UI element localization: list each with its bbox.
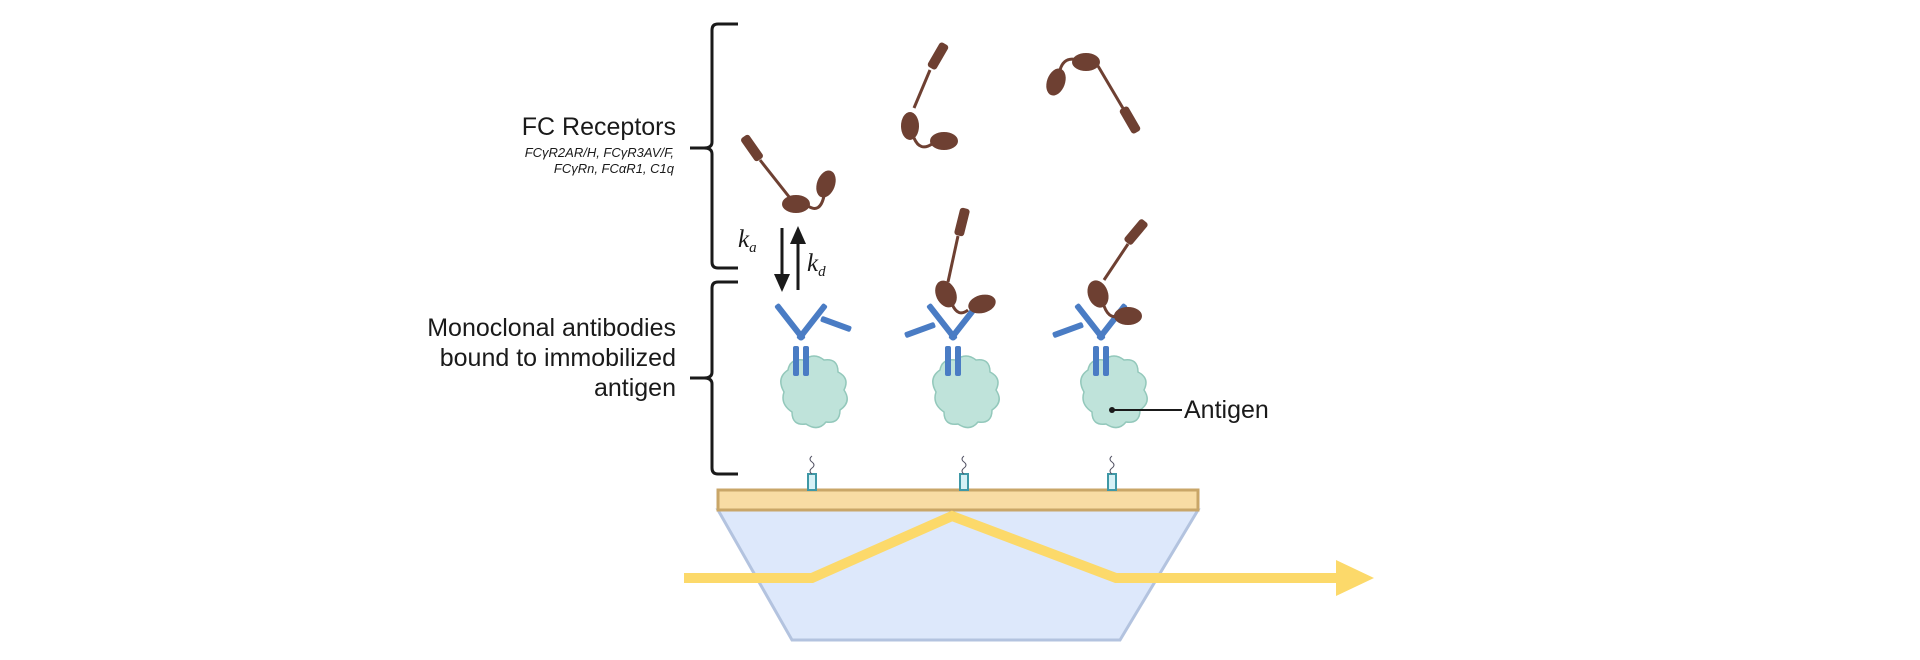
mab-label-line-2: bound to immobilized [439,344,676,372]
antigen-blob-1 [780,355,848,429]
kd-arrow [790,226,806,290]
antigen-blob-2 [932,355,1000,429]
ka-subscript: a [749,240,757,256]
mab-label-line-1: Monoclonal antibodies [427,314,676,342]
monoclonal-antibodies-label: Monoclonal antibodies bound to immobiliz… [427,313,676,403]
fc-receptor-free-1 [741,134,836,213]
antibody-complex-2 [904,207,1000,491]
bracket-monoclonal-antibodies [690,280,738,476]
kd-subscript: d [818,264,826,280]
ka-symbol: k [738,226,750,253]
antibody-complex-3 [1052,219,1182,491]
light-beam [684,510,1340,583]
fc-receptors-list-line-2: FCγRn, FCαR1, C1q [553,161,674,176]
fc-receptors-title: FC Receptors [521,113,676,141]
kd-label: kd [807,250,826,281]
antigen-label: Antigen [1184,396,1269,424]
fc-receptor-free-2 [901,42,958,150]
mab-label-line-3: antigen [593,374,676,402]
light-beam-arrowhead [1336,560,1374,596]
gold-sensor-layer [716,488,1200,512]
antigen-blob-3 [1080,355,1148,429]
fc-receptors-list-line-1: FCγR2AR/H, FCγR3AV/F, [524,145,674,160]
kd-symbol: k [807,250,819,277]
fc-receptors-list: FCγR2AR/H, FCγR3AV/F, FCγRn, FCαR1, C1q [525,145,674,177]
antibody-complex-1 [774,303,852,491]
ka-label: ka [738,226,757,257]
bracket-fc-receptors [690,22,738,270]
ka-arrow [774,228,790,292]
fc-receptor-free-3 [1046,53,1141,134]
